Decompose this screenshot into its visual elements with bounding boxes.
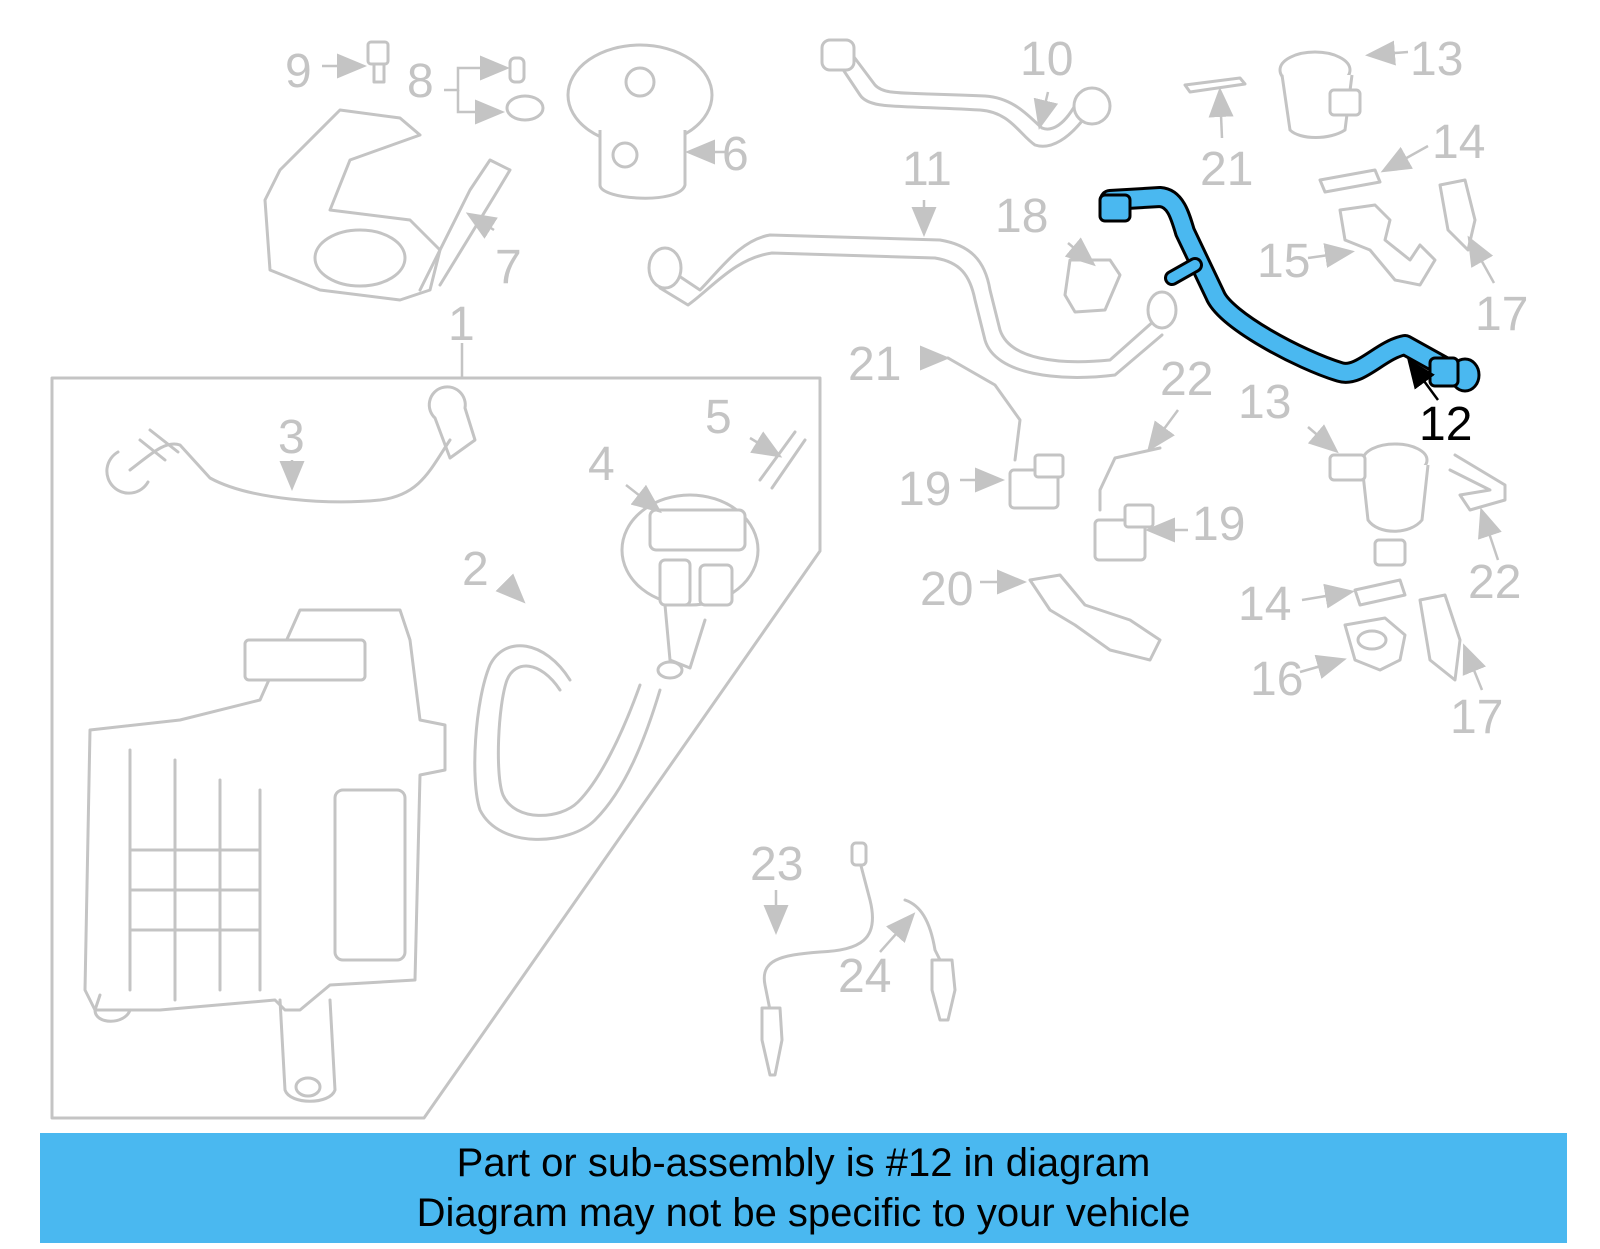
part-12-hose-highlighted: [1098, 186, 1481, 393]
callout-4: 4: [588, 438, 615, 491]
part-20-bracket: [1028, 573, 1162, 662]
part-6-pump: [566, 43, 714, 200]
callout-24: 24: [838, 950, 891, 1003]
info-banner: Part or sub-assembly is #12 in diagram D…: [40, 1133, 1567, 1243]
callout-15: 15: [1257, 235, 1310, 288]
callout-22-right: 22: [1468, 556, 1521, 609]
callout-9: 9: [285, 45, 312, 98]
part-22-right: [1448, 453, 1507, 512]
part-17-top-gasket: [1438, 178, 1477, 252]
canister: [83, 608, 447, 1103]
banner-line-1: Part or sub-assembly is #12 in diagram: [456, 1141, 1151, 1185]
callout-14-top: 14: [1432, 116, 1485, 169]
part-15-flange: [1338, 203, 1437, 287]
callout-16: 16: [1250, 653, 1303, 706]
part-21-lower: [946, 356, 1022, 462]
callout-21-top: 21: [1200, 143, 1253, 196]
part-19-left: [1008, 453, 1065, 510]
callout-8: 8: [407, 55, 434, 108]
part-17-lower-gasket: [1418, 593, 1462, 682]
part-8: [505, 56, 545, 122]
banner-line-2: Diagram may not be specific to your vehi…: [416, 1191, 1191, 1235]
callout-12: 12: [1419, 398, 1472, 451]
callout-3: 3: [278, 411, 305, 464]
callout-21-lower: 21: [848, 338, 901, 391]
part-7-bracket: [263, 108, 512, 302]
subassembly-box: [50, 376, 822, 1120]
callout-6: 6: [722, 128, 749, 181]
callout-13-top: 13: [1410, 33, 1463, 86]
part-3-hose: [105, 385, 477, 504]
callout-11: 11: [902, 143, 952, 196]
callout-1: 1: [448, 298, 475, 351]
callout-17-top: 17: [1475, 288, 1528, 341]
part-5-hose: [758, 430, 807, 490]
callout-19-right: 19: [1192, 498, 1245, 551]
part-14-top-gasket: [1318, 168, 1382, 194]
part-11-hose: [647, 233, 1178, 379]
part-16-flange: [1343, 616, 1407, 672]
callout-13-lower: 13: [1238, 376, 1291, 429]
part-13-lower-valve: [1328, 442, 1430, 567]
part-10-hose: [820, 38, 1112, 148]
callout-19-left: 19: [898, 463, 951, 516]
part-19-right: [1093, 503, 1155, 562]
callout-20: 20: [920, 563, 973, 616]
part-21-top: [1183, 76, 1247, 94]
part-22-left: [1098, 446, 1162, 512]
callout-14-lower: 14: [1238, 578, 1291, 631]
callout-18: 18: [995, 190, 1048, 243]
part-13-top-valve: [1278, 50, 1362, 139]
callout-22-left: 22: [1160, 353, 1213, 406]
callout-17-lower: 17: [1450, 691, 1503, 744]
part-9: [366, 40, 390, 84]
part-14-lower-gasket: [1353, 578, 1407, 607]
part-18: [1063, 258, 1122, 314]
part-23-sensor: [760, 841, 875, 1077]
callout-5: 5: [705, 391, 732, 444]
callout-10: 10: [1020, 33, 1073, 86]
callout-23: 23: [750, 838, 803, 891]
part-24-sensor: [903, 898, 957, 1022]
part-2-hose: [473, 644, 662, 841]
part-4-valve: [620, 493, 760, 680]
callout-7: 7: [495, 241, 522, 294]
callout-2: 2: [462, 543, 489, 596]
